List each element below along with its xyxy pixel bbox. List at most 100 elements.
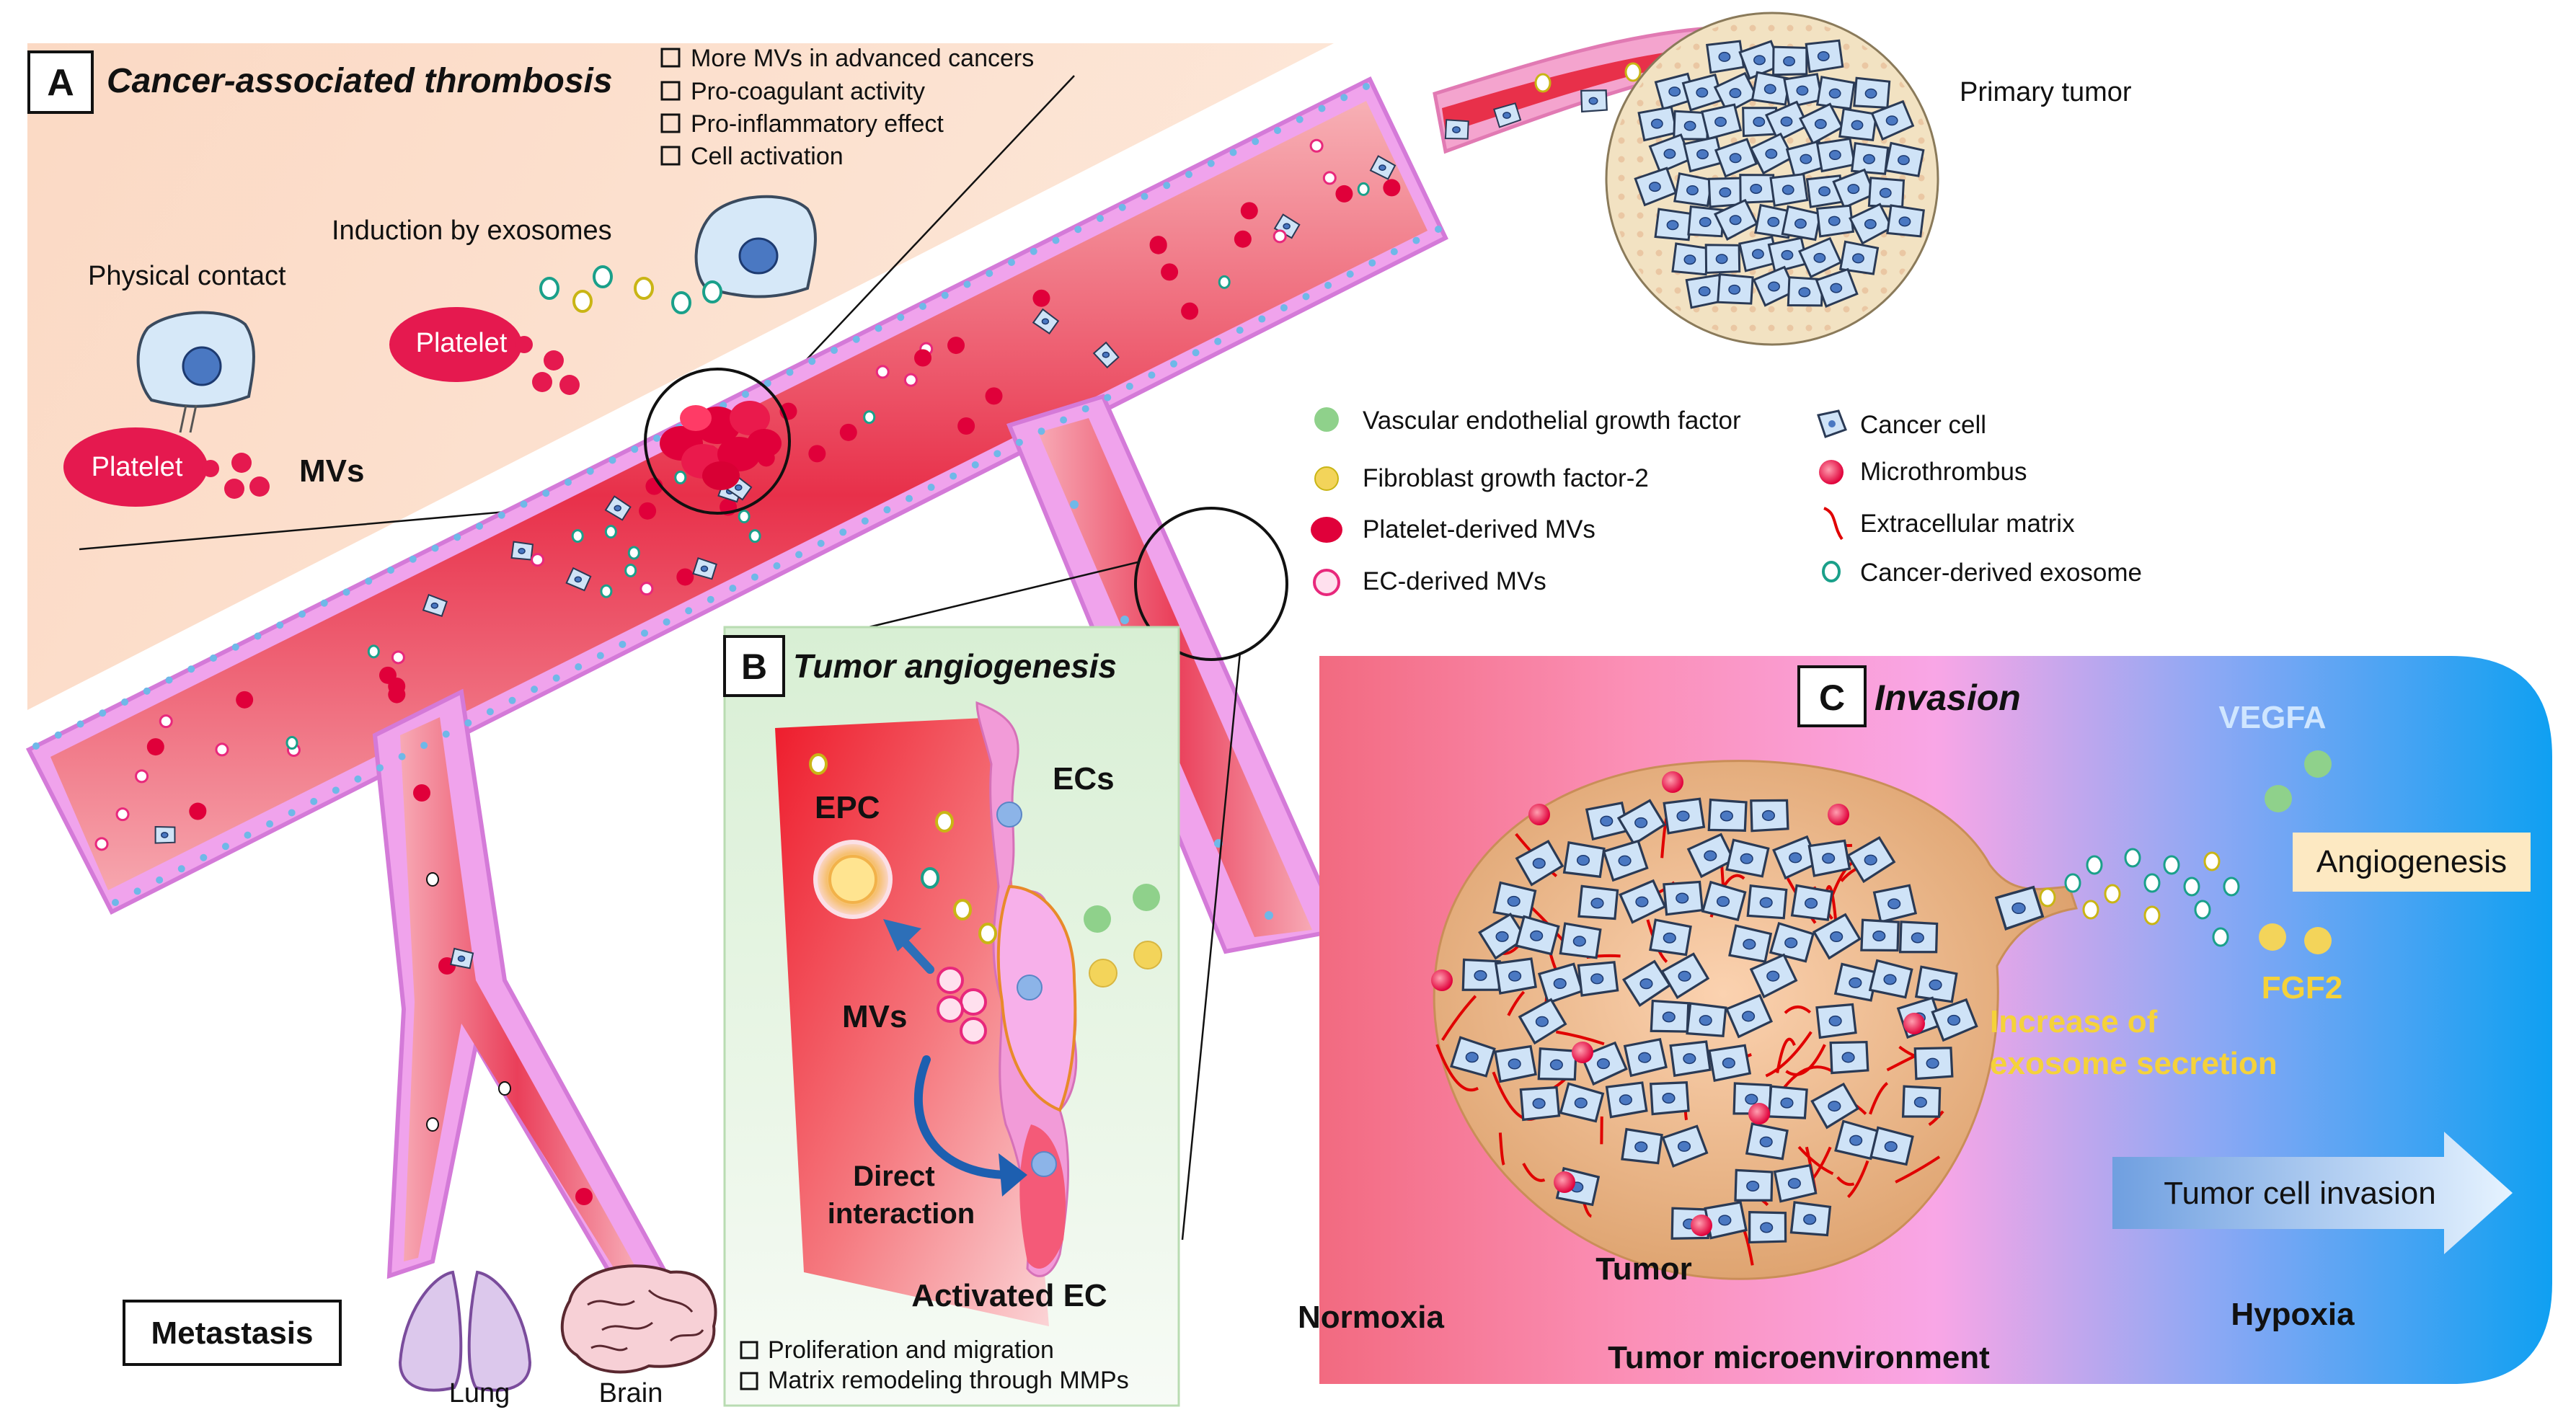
cancer-cell-icon	[1519, 1086, 1561, 1122]
bullet-box	[660, 113, 681, 133]
epc-label: EPC	[815, 790, 880, 825]
cancer-cell-icon	[1663, 880, 1704, 916]
metastasis-label: Metastasis	[151, 1315, 313, 1351]
bullet-text: Proliferation and migration	[768, 1336, 1054, 1364]
legend-swatch-ecm	[1823, 507, 1844, 541]
platelet-label: Platelet	[416, 328, 508, 358]
legend-swatch-microthrombus	[1819, 460, 1844, 484]
legend-swatch-cancer-cell	[1817, 409, 1847, 438]
exosome-stream	[539, 265, 722, 314]
cancer-cell-icon	[1913, 1047, 1954, 1080]
bullet-box	[740, 1372, 758, 1390]
cancer-cell-icon	[1815, 137, 1856, 173]
cancer-cell-icon	[1559, 1082, 1605, 1123]
cancer-cell-icon	[1661, 1124, 1709, 1168]
cancer-cell-icon	[1815, 267, 1859, 308]
cancer-cell-icon	[1870, 99, 1915, 141]
cancer-cell-icon	[1704, 1201, 1748, 1240]
cancer-cell-icon	[1518, 998, 1567, 1045]
cancer-cell-icon	[1717, 272, 1754, 305]
legend-label: Cancer-derived exosome	[1860, 559, 2142, 587]
cancer-cell-icon	[1493, 102, 1522, 128]
cancer-cell-icon	[1783, 73, 1823, 109]
cancer-cell-icon	[1515, 840, 1564, 887]
cancer-cell-icon	[1369, 155, 1397, 180]
zoom-line-upper	[778, 75, 1075, 390]
panel-c-letter: C	[1819, 678, 1845, 718]
cancer-cell-icon	[1686, 1002, 1727, 1038]
cancer-cell-icon	[604, 495, 632, 521]
lung-icon	[398, 1270, 532, 1392]
panel-a-background	[27, 43, 1334, 710]
cancer-cell-icon	[1707, 798, 1748, 832]
metastasis-box	[123, 1300, 342, 1366]
mvs-label: MVs	[299, 453, 364, 489]
secreted-exosomes	[2039, 848, 2240, 947]
cancer-cell-icon	[1867, 177, 1906, 208]
microenvironment-label: Tumor microenvironment	[1608, 1340, 1990, 1375]
panel-b-title: Tumor angiogenesis	[793, 647, 1117, 685]
cancer-cell-icon	[1846, 836, 1896, 884]
cancer-cell-icon	[1789, 1201, 1832, 1237]
activated-ec-outline	[996, 884, 1077, 1112]
cancer-cell-icon	[1444, 119, 1469, 140]
legend-swatch-exosome	[1822, 561, 1841, 582]
epc-cell	[813, 840, 893, 919]
cancer-cell-icon	[1807, 839, 1851, 877]
cancer-cell-icon	[1750, 799, 1789, 833]
migration-arrow	[897, 934, 934, 974]
cancer-cell-icon	[1649, 1081, 1690, 1116]
cancer-cell-icon	[1994, 885, 2045, 931]
cancer-cell-icon	[692, 557, 717, 580]
legend-swatch-vegf	[1314, 407, 1339, 432]
activated-ec-label: Activated EC	[911, 1278, 1107, 1313]
cancer-cell-icon	[1815, 204, 1855, 238]
cancer-cell-icon	[1872, 884, 1918, 924]
metastasis-section: Metastasis Lung Brain	[123, 1264, 717, 1408]
cancer-cell-icon	[1748, 1210, 1787, 1244]
cancer-cell-icon	[422, 593, 448, 617]
legend-swatch-fgf2	[1314, 466, 1339, 491]
cancer-cell-icon	[1605, 1081, 1648, 1119]
cancer-cell-icon	[1805, 39, 1844, 74]
cancer-cell-icon	[1833, 962, 1879, 1002]
bullet-box	[660, 48, 681, 68]
normoxia-label: Normoxia	[1298, 1300, 1444, 1335]
panel-c-letter-box	[1797, 665, 1867, 727]
cancer-cell-icon	[1537, 1047, 1577, 1081]
induction-label: Induction by exosomes	[332, 216, 612, 246]
bullet-text: Matrix remodeling through MMPs	[768, 1367, 1129, 1394]
tumor-invasion-arrow: Tumor cell invasion	[2112, 1132, 2513, 1254]
cancer-cell-icon	[1660, 952, 1710, 1000]
legend-swatch-platelet-mvs	[1311, 517, 1342, 543]
hypoxia-label: Hypoxia	[2231, 1297, 2355, 1332]
cancer-cell-icon	[1273, 213, 1301, 239]
cancer-cell-icon	[1725, 838, 1770, 878]
cancer-cell-icon	[1785, 140, 1828, 178]
cancer-cell-icon	[154, 825, 176, 844]
fgf2-label: FGF2	[2262, 970, 2342, 1006]
cancer-cell-icon	[1494, 1044, 1537, 1083]
cancer-cell-icon	[1537, 962, 1584, 1005]
cancer-cell-icon	[1886, 204, 1925, 238]
cancer-cell-icon	[1769, 172, 1809, 208]
legend-label: Cancer cell	[1860, 411, 1986, 439]
cancer-cell-icon	[1815, 76, 1856, 110]
cancer-cell-icon	[449, 947, 474, 969]
cancer-cell-icon	[1515, 915, 1560, 956]
cancer-cell-icon	[1649, 918, 1692, 957]
cancer-cell-icon	[1850, 142, 1890, 175]
cancer-cell-icon	[1734, 1168, 1774, 1202]
cancer-cell-icon	[1577, 884, 1619, 920]
vessel-particles	[32, 62, 1642, 1205]
primary-tumor-label: Primary tumor	[1960, 77, 2132, 107]
legend: Vascular endothelial growth factor Fibro…	[1311, 407, 2142, 596]
cancer-cell-icon	[1869, 1126, 1914, 1166]
cancer-cell-icon	[1725, 993, 1774, 1039]
tumor-label: Tumor	[1595, 1251, 1692, 1287]
panel-c-title: Invasion	[1875, 678, 2021, 718]
cancer-cell-icon	[1746, 884, 1788, 920]
cancer-cell-icon	[1749, 132, 1794, 175]
panel-a: A Cancer-associated thrombosis More MVs …	[27, 45, 1034, 515]
